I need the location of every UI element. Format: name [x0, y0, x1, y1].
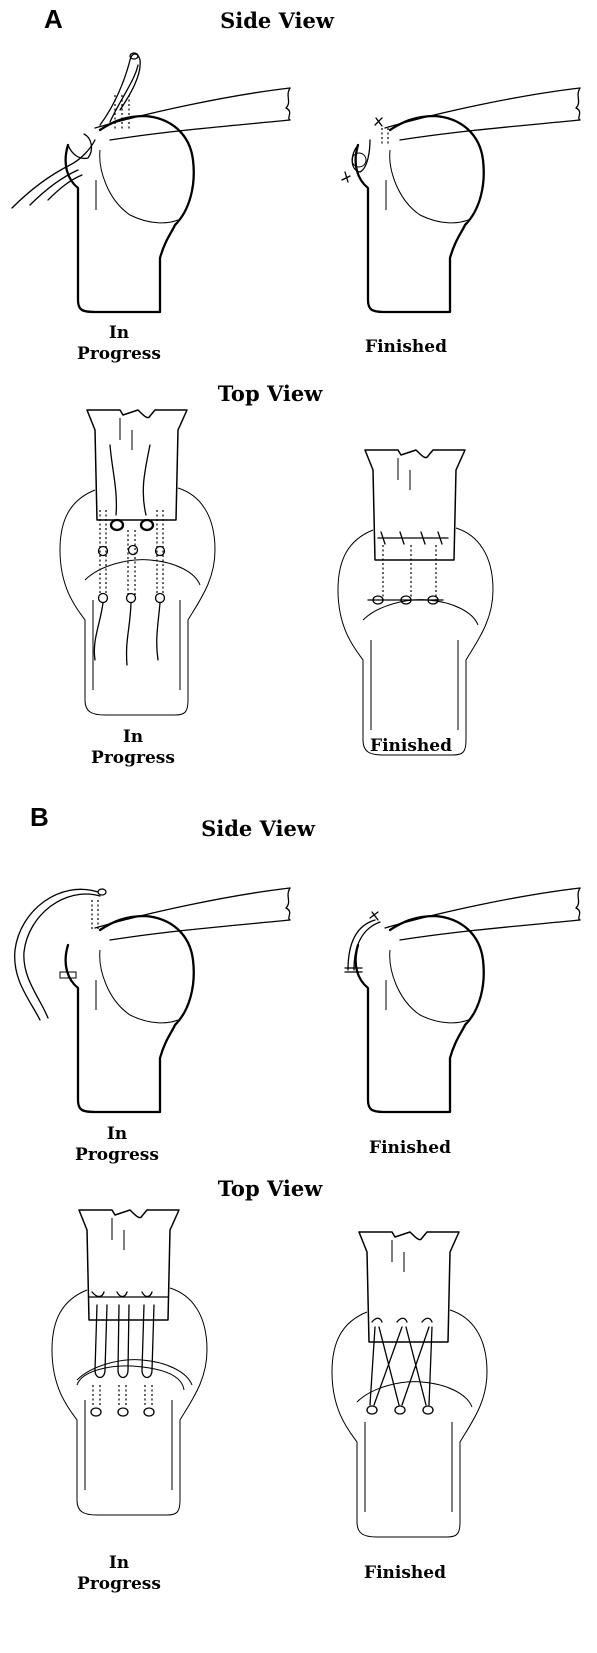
- panel-a-top-in-progress-drawing: [60, 410, 215, 715]
- panel-b-side-in-progress-drawing: [15, 888, 290, 1112]
- panel-b-top-in-progress-drawing: [52, 1210, 207, 1515]
- panel-b-top-finished-drawing: [332, 1232, 487, 1537]
- panel-a-side-finished-drawing: [342, 88, 580, 312]
- panel-b-side-finished-drawing: [345, 888, 580, 1112]
- panel-a-side-in-progress-drawing: [12, 53, 290, 312]
- panel-a-top-finished-drawing: [338, 450, 493, 755]
